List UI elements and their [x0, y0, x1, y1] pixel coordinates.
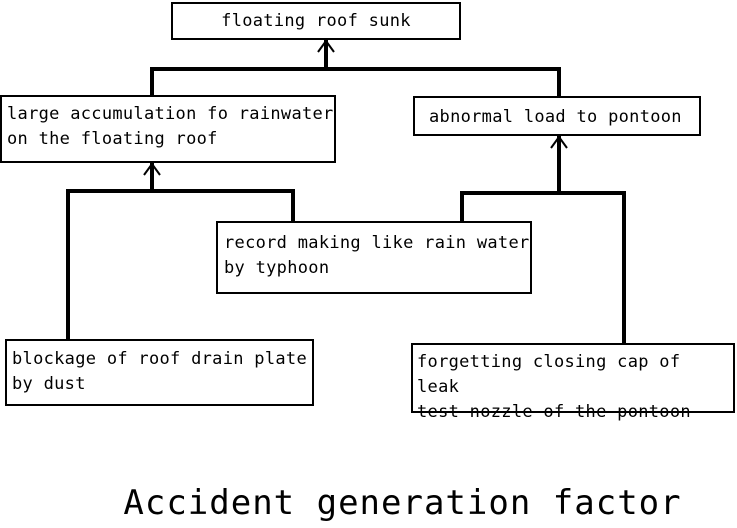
node-abnormal-load: abnormal load to pontoon [413, 96, 701, 136]
arrowhead-load [550, 135, 568, 149]
edge-typhoon-cap-to-load [460, 136, 626, 343]
node-floating-roof-sunk: floating roof sunk [171, 2, 461, 40]
node-drain-blockage: blockage of roof drain plate by dust [5, 339, 314, 406]
arrowhead-rain [143, 162, 161, 176]
node-leak-test-cap: forgetting closing cap of leak test nozz… [411, 343, 735, 422]
arrowhead-top [317, 39, 335, 53]
edge-drain-typhoon-to-rain [66, 163, 295, 339]
edge-rain-load-to-top [150, 40, 561, 96]
node-rainwater-accumulation: large accumulation fo rainwater on the f… [0, 95, 336, 163]
diagram-caption: Accident generation factor [123, 483, 682, 523]
node-typhoon-rain: record making like rain water by typhoon [216, 221, 532, 294]
